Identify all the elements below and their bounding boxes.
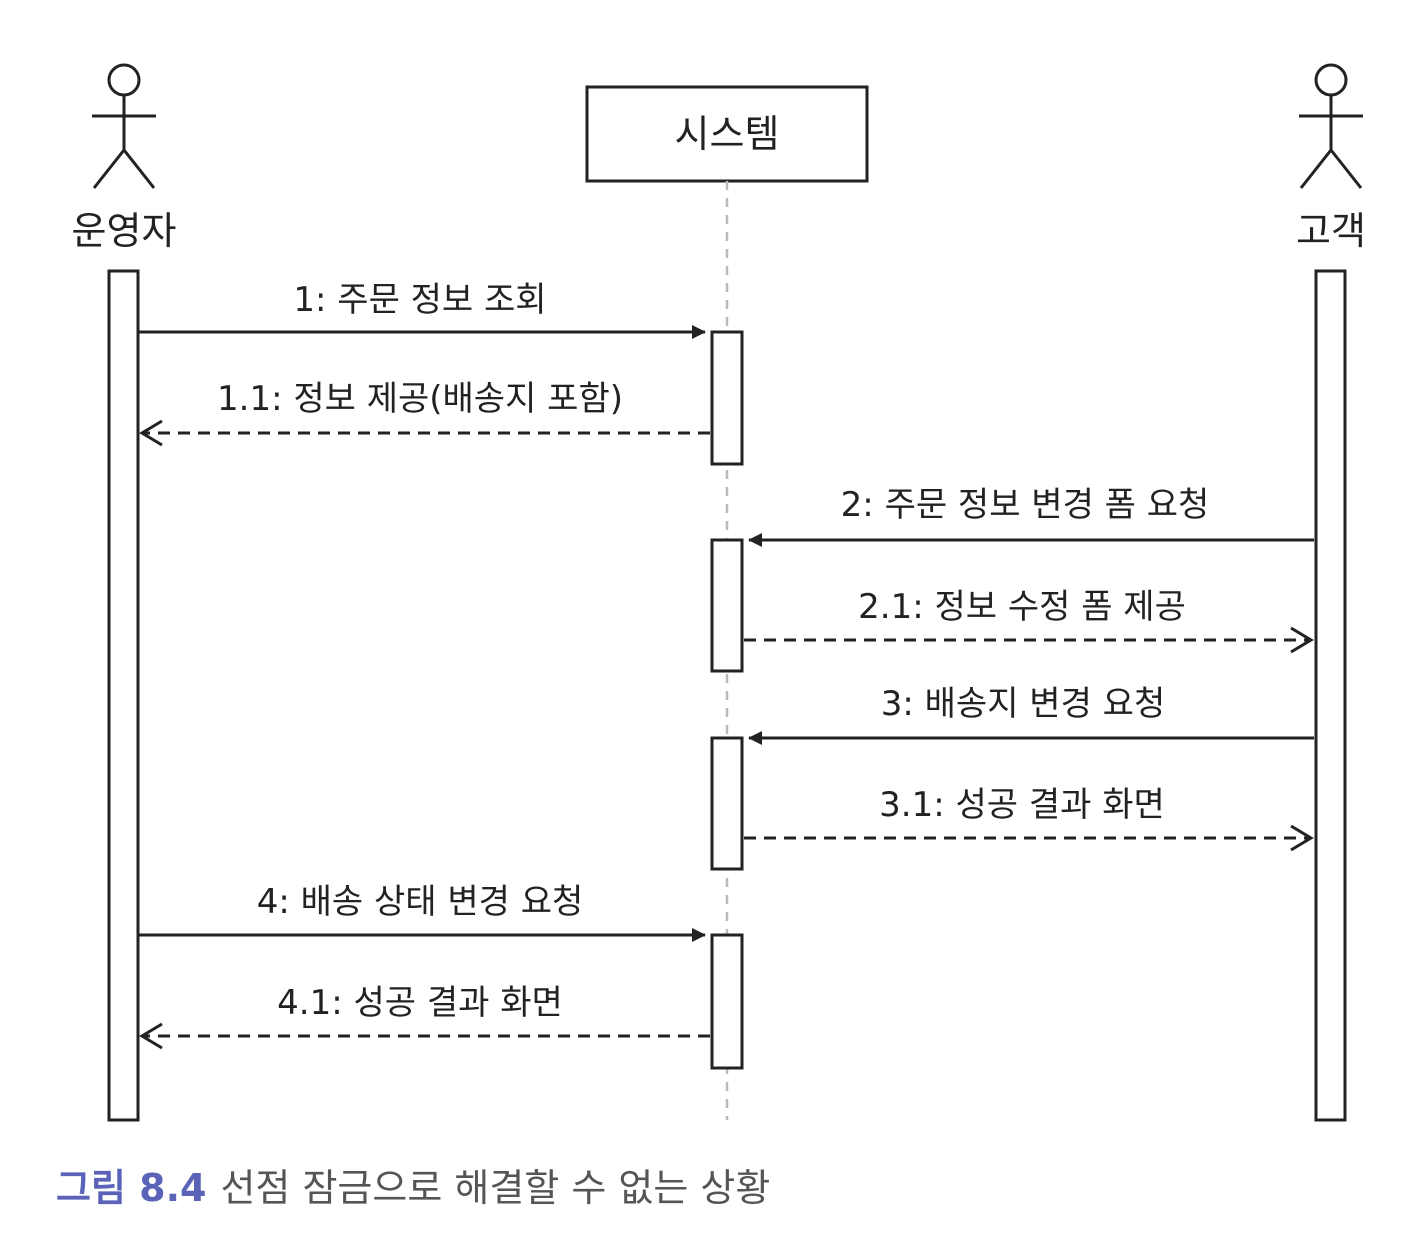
message-label: 3.1: 성공 결과 화면 — [879, 785, 1165, 825]
operator-activation-bar — [107, 269, 140, 1122]
message-3-1: 3.1: 성공 결과 화면 — [744, 785, 1314, 852]
open-arrowhead-icon — [1290, 626, 1314, 654]
customer-activation-bar — [1314, 269, 1347, 1122]
message-label: 1.1: 정보 제공(배송지 포함) — [217, 379, 623, 419]
message-2: 2: 주문 정보 변경 폼 요청 — [748, 485, 1314, 547]
message-3: 3: 배송지 변경 요청 — [748, 684, 1314, 745]
message-1: 1: 주문 정보 조회 — [139, 280, 706, 339]
message-label: 4: 배송 상태 변경 요청 — [257, 882, 584, 922]
figure-title: 선점 잠금으로 해결할 수 없는 상황 — [220, 1166, 771, 1210]
system-activation-1 — [710, 330, 744, 466]
system-activation-3 — [710, 736, 744, 871]
open-arrowhead-icon — [1290, 824, 1314, 852]
message-4-1: 4.1: 성공 결과 화면 — [139, 983, 710, 1050]
object-label-system: 시스템 — [675, 112, 780, 156]
system-activation-2 — [710, 538, 744, 673]
message-label: 2.1: 정보 수정 폼 제공 — [858, 587, 1186, 627]
open-arrowhead-icon — [139, 1022, 163, 1050]
sequence-diagram: 운영자 고객 시스템 1: 주문 정보 조회 1.1: 정보 제공(배송지 포함… — [72, 63, 1366, 1122]
figure-caption: 그림 8.4 선점 잠금으로 해결할 수 없는 상황 — [56, 1160, 770, 1216]
message-label: 3: 배송지 변경 요청 — [881, 684, 1165, 724]
message-2-1: 2.1: 정보 수정 폼 제공 — [744, 587, 1314, 654]
message-label: 1: 주문 정보 조회 — [293, 280, 546, 320]
actor-operator: 운영자 — [72, 63, 177, 253]
message-1-1: 1.1: 정보 제공(배송지 포함) — [139, 379, 710, 447]
message-label: 4.1: 성공 결과 화면 — [277, 983, 563, 1023]
actor-label-customer: 고객 — [1296, 209, 1366, 253]
message-label: 2: 주문 정보 변경 폼 요청 — [841, 485, 1210, 525]
system-activation-4 — [710, 933, 744, 1070]
stick-figure-icon — [92, 63, 156, 189]
object-box — [585, 85, 869, 183]
actor-label-operator: 운영자 — [72, 209, 177, 253]
figure-number: 그림 8.4 — [56, 1166, 207, 1210]
message-4: 4: 배송 상태 변경 요청 — [139, 882, 706, 942]
stick-figure-icon — [1299, 63, 1363, 189]
object-system: 시스템 — [585, 85, 869, 183]
actor-customer: 고객 — [1296, 63, 1366, 253]
open-arrowhead-icon — [139, 419, 163, 447]
